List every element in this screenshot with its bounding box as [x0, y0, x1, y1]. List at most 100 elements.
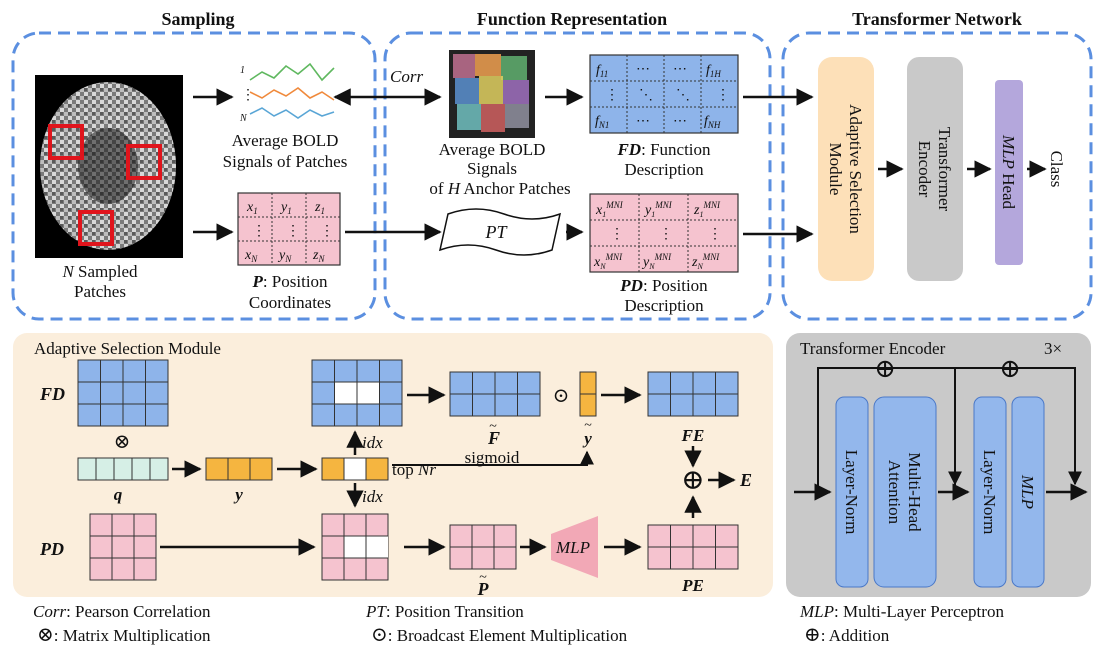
mlp-head-label: MLP Head [999, 134, 1018, 210]
add-symbol-inline: ⊕ [681, 465, 704, 496]
svg-text:x1MNI: x1MNI [595, 200, 624, 219]
legend-bcast: ⊙: Broadcast Element Multiplication [371, 624, 628, 646]
red-patch-2 [126, 144, 162, 180]
svg-text:⋯: ⋯ [673, 62, 687, 77]
red-patch-1 [48, 124, 84, 160]
signal-vdots: ⋮ [241, 88, 255, 103]
y-tilde-mark: ~ [584, 418, 592, 433]
encoder-mlp-box [1011, 396, 1045, 588]
idx-down-label: idx [362, 487, 383, 506]
pd-label-line1: PD: Position [619, 276, 708, 295]
svg-text:xNMNI: xNMNI [593, 252, 623, 271]
layer-norm-2-label: Layer-Norm [980, 450, 999, 535]
transformer-encoder-label: TransformerEncoder [915, 127, 954, 212]
y-vector [205, 457, 273, 481]
svg-text:⋮: ⋮ [252, 224, 266, 239]
fe-grid [647, 371, 739, 417]
adaptive-selection-box [818, 57, 874, 281]
sigmoid-label: sigmoid [465, 448, 520, 467]
svg-text:yNMNI: yNMNI [641, 252, 672, 271]
legend-add: ⊕: Addition [804, 624, 890, 646]
section-title-transformer-network: Transformer Network [852, 9, 1022, 29]
fe-label: FE [681, 426, 705, 445]
arrow-topnr-to-ytilde [392, 450, 594, 466]
svg-text:f1H: f1H [706, 63, 721, 79]
bold-signals-plot: 1 N ⋮ [239, 62, 335, 124]
svg-text:yN: yN [277, 248, 292, 264]
f-tilde-grid [449, 371, 541, 417]
y-label: y [233, 485, 243, 504]
legend-mlp: MLP: Multi-Layer Perceptron [799, 602, 1004, 621]
bold-label-line2: Signals of Patches [223, 152, 348, 171]
svg-text:xN: xN [244, 248, 258, 264]
anchor-label-line2: Signals [467, 159, 517, 178]
svg-text:fN1: fN1 [595, 114, 609, 130]
p-label-line2: Coordinates [249, 293, 331, 312]
layer-norm-1-box [835, 396, 869, 588]
transformer-encoder-box [907, 57, 963, 281]
attention-box [873, 396, 937, 588]
mlp-trapezoid-label: MLP [555, 538, 590, 557]
matmul-symbol: ⊗ [114, 431, 131, 453]
residual-2 [954, 367, 1082, 492]
q-vector [77, 457, 169, 481]
pe-label: PE [681, 576, 704, 595]
pe-grid [647, 524, 739, 570]
corr-label: Corr [390, 67, 423, 86]
svg-text:⋯: ⋯ [636, 62, 650, 77]
mlp-head-box [995, 80, 1023, 265]
fd-label-line1: FD: Function [616, 140, 711, 159]
signal-label-n: N [239, 113, 248, 124]
pd-grid [89, 513, 157, 581]
svg-text:z1: z1 [314, 200, 325, 216]
svg-text:y1: y1 [279, 200, 292, 216]
p-label-line1: P: Position [251, 272, 328, 291]
svg-text:⋮: ⋮ [320, 224, 334, 239]
legend-matmul: ⊗: Matrix Multiplication [37, 624, 211, 646]
y-tilde-vector [579, 371, 597, 417]
svg-text:z1MNI: z1MNI [693, 200, 721, 219]
bold-label-line1: Average BOLD [232, 131, 339, 150]
encoder-mlp-label: MLP [1018, 474, 1037, 509]
encoder-panel [786, 333, 1091, 597]
section-title-sampling: Sampling [161, 9, 234, 29]
residual-1-add: ⊕ [874, 354, 896, 383]
adaptive-module-title: Adaptive Selection Module [34, 339, 221, 358]
p-matrix: x1 y1 z1 ⋮ ⋮ ⋮ xN yN zN [237, 192, 341, 266]
anchor-patches-image [449, 50, 535, 138]
svg-text:⋮: ⋮ [605, 88, 619, 103]
svg-text:⋱: ⋱ [676, 88, 690, 103]
svg-text:⋮: ⋮ [716, 88, 730, 103]
sampling-container [11, 31, 377, 321]
legend-corr: Corr: Pearson Correlation [33, 602, 211, 621]
attention-label: Multi-HeadAttention [885, 452, 924, 532]
encoder-panel-title: Transformer Encoder [800, 339, 946, 358]
layer-norm-1-label: Layer-Norm [842, 450, 861, 535]
residual-2-add: ⊕ [999, 354, 1021, 383]
signal-label-1: 1 [240, 65, 245, 76]
n-sampled-label-line2: Patches [74, 282, 126, 301]
svg-text:⋮: ⋮ [286, 224, 300, 239]
svg-text:⋯: ⋯ [673, 114, 687, 129]
svg-text:y1MNI: y1MNI [643, 200, 673, 219]
p-tilde-mark: ~ [479, 570, 487, 585]
y-tilde-label: y [582, 429, 592, 448]
fd-grid [77, 359, 169, 427]
svg-text:fNH: fNH [704, 114, 721, 130]
topnr-vector [321, 457, 389, 481]
fd-label-line2: Description [624, 160, 704, 179]
mlp-trapezoid [551, 516, 598, 578]
anchor-label-line3: of H Anchor Patches [429, 179, 570, 198]
q-label: q [114, 485, 123, 504]
svg-text:⋮: ⋮ [610, 227, 624, 242]
red-patch-3 [78, 210, 114, 246]
idx-up-label: idx [362, 433, 383, 452]
svg-text:x1: x1 [246, 200, 258, 216]
svg-text:⋮: ⋮ [708, 227, 722, 242]
legend-pt: PT: Position Transition [365, 602, 524, 621]
top-nr-label: top Nr [392, 460, 436, 479]
svg-text:f11: f11 [596, 63, 608, 79]
pd-label-line2: Description [624, 296, 704, 315]
svg-text:zN: zN [312, 248, 325, 264]
